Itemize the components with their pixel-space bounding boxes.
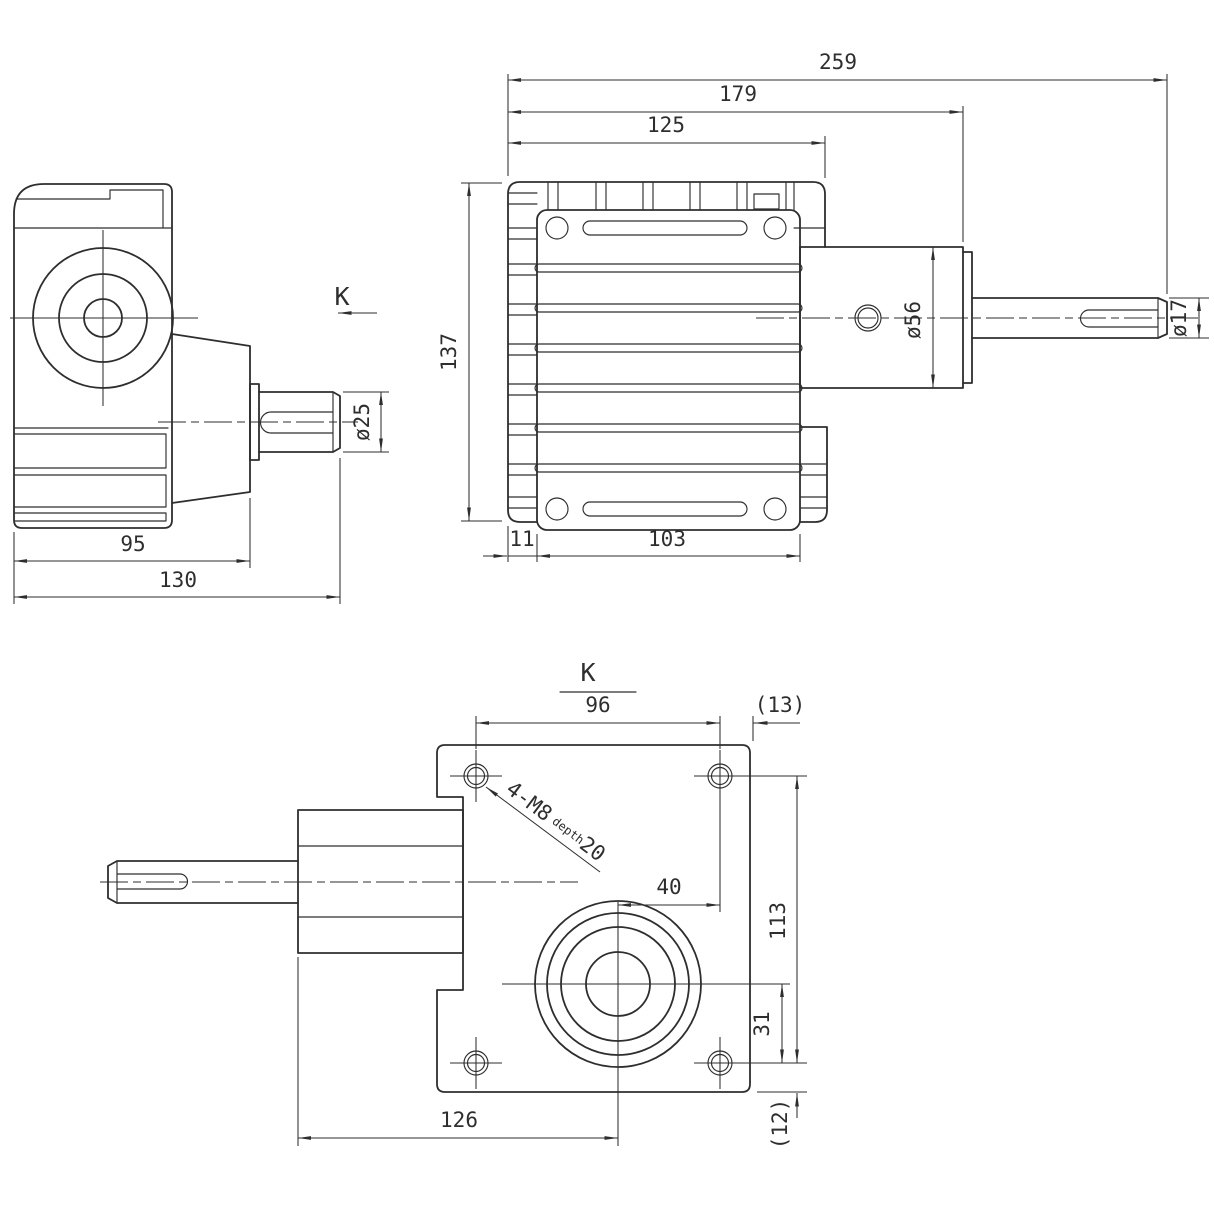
dim-13-label: (13): [755, 693, 806, 717]
tapped-hole-top-right: [694, 750, 746, 802]
side-output-shaft: [158, 391, 358, 453]
bottom-shaft-keyway: [116, 873, 188, 890]
front-right-fins: [799, 463, 828, 509]
front-left-fins: [507, 192, 538, 509]
dim-dia56-label: ø56: [901, 301, 925, 339]
bottom-k-label: K: [580, 658, 595, 687]
dim-103-label: 103: [648, 527, 686, 551]
dim-dia25-label: ø25: [350, 403, 374, 441]
front-motor-body: [507, 181, 828, 523]
bottom-view: K: [100, 658, 807, 1149]
view-k-label: K: [334, 282, 349, 311]
bottom-corner-holes: [450, 750, 746, 1089]
thread-callout: 4-M8 depth 20: [485, 776, 610, 873]
dim-179-label: 179: [719, 82, 757, 106]
dim-130-label: 130: [159, 568, 197, 592]
front-output-boss-and-shaft: [756, 246, 1200, 389]
output-shaft: [971, 297, 1168, 339]
bottom-input-shaft: [100, 860, 578, 904]
dim-40-label: 40: [656, 875, 681, 899]
plate-slot-bottom: [582, 501, 748, 517]
bottom-mounting-plate: [436, 744, 751, 1093]
plate-slot-top: [582, 220, 748, 236]
plate-hole-bottom-right: [763, 497, 787, 521]
bottom-k-title: K: [559, 658, 637, 693]
dim-113-label: 113: [766, 902, 790, 940]
side-view-body: [13, 183, 260, 529]
side-input-bore-circles: [10, 230, 198, 406]
dim-125-label: 125: [647, 113, 685, 137]
dim-96-label: 96: [585, 693, 610, 717]
dim-126-label: 126: [440, 1108, 478, 1132]
dim-31-label: 31: [750, 1011, 774, 1036]
side-dimensions: 95 130 ø25 K: [13, 282, 389, 604]
dim-11-label: 11: [509, 527, 534, 551]
front-dimensions: 259 179 125 137 11 103 ø56 ø17: [437, 50, 1209, 562]
dim-dia17-label: ø17: [1167, 299, 1191, 337]
dim-259-label: 259: [819, 50, 857, 74]
plate-hole-top-right: [763, 216, 787, 240]
bottom-dimensions: 96 (13) 40 113 31 (12) 126: [297, 693, 807, 1150]
front-mounting-plate: [534, 209, 803, 531]
dim-137-label: 137: [437, 333, 461, 371]
front-view: 259 179 125 137 11 103 ø56 ø17: [437, 50, 1209, 562]
dim-12-label: (12): [768, 1099, 792, 1150]
front-top-fins: [547, 181, 826, 229]
bottom-output-boss-circles: [502, 900, 790, 1146]
plate-hole-bottom-left: [545, 497, 569, 521]
tapped-hole-bottom-left: [450, 1037, 502, 1089]
plate-hole-top-left: [545, 216, 569, 240]
tapped-hole-top-left: [450, 750, 502, 802]
side-cone: [171, 333, 251, 504]
view-k-arrow: K: [334, 282, 377, 315]
side-view: 95 130 ø25 K: [10, 183, 389, 604]
dim-95-label: 95: [120, 532, 145, 556]
